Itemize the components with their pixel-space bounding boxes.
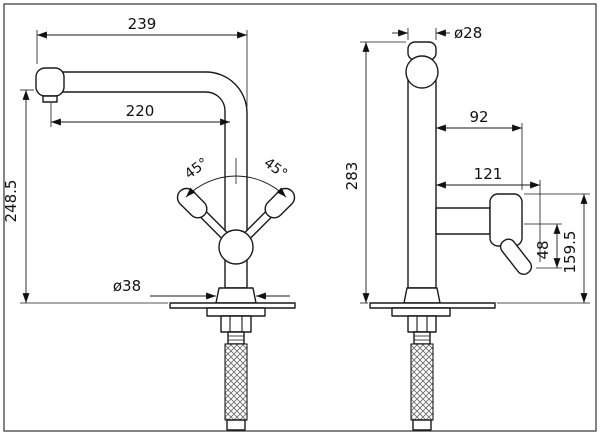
dim-label-92: 92 [469,108,488,126]
dim-top-diameter: ø28 [392,24,482,42]
side-braided-hose [410,343,434,421]
swivel-arc-right [235,175,287,198]
front-mounting [169,302,296,431]
front-faucet [35,67,296,304]
side-base-flange [403,287,441,304]
side-view: ø28 92 121 283 159.5 [343,24,590,431]
dim-label-239: 239 [128,15,157,33]
front-mounting-nut [220,315,252,333]
side-mounting-nut [407,315,437,333]
dim-label-45-left: 45° [182,155,211,183]
swivel-arc-left [185,175,237,198]
side-handle-arm [435,207,491,235]
front-handle-left-paddle [176,187,208,219]
side-threaded-stud [413,331,431,345]
front-countertop [169,302,296,309]
side-countertop [369,302,496,309]
side-column [407,77,437,289]
front-aerator [42,95,58,103]
dim-base-diameter: ø38 [113,277,290,300]
side-handle-grip [499,238,533,275]
dim-label-o28: ø28 [454,24,482,42]
side-washer [391,307,451,317]
dim-height-front: 248.5 [2,89,168,304]
drawing-border [3,3,597,432]
dim-label-121: 121 [474,165,503,183]
dim-label-45-right: 45° [261,155,290,183]
side-faucet [403,41,533,304]
side-ball-joint [405,55,439,89]
dim-overall-reach: 239 [36,15,248,107]
front-spout-head [35,67,65,97]
side-mounting [369,302,496,431]
dim-label-248-5: 248.5 [2,180,20,223]
front-threaded-stud [227,331,245,345]
dim-label-48: 48 [534,240,552,259]
dim-handle-offset: 92 [436,108,523,190]
dim-label-220: 220 [126,102,155,120]
dim-label-159-5: 159.5 [561,231,579,274]
front-view: 239 220 248.5 45° 45° ø38 [2,15,296,431]
dim-spout-reach: 220 [50,102,230,127]
front-ball-joint [218,229,254,265]
dim-outlet-height: 159.5 [497,193,590,304]
side-handle-body [489,193,523,247]
dim-label-283: 283 [343,162,361,191]
front-braided-hose [224,343,248,421]
side-hose-fitting [412,419,432,431]
dim-handle-thickness: 48 [524,223,562,269]
dim-label-o38: ø38 [113,277,141,295]
front-handle-right-paddle [264,187,296,219]
front-hose-fitting [226,419,246,431]
front-washer [206,307,266,317]
front-base-flange [215,287,257,304]
front-spout-body [61,71,248,289]
dim-total-height: 283 [343,41,406,304]
